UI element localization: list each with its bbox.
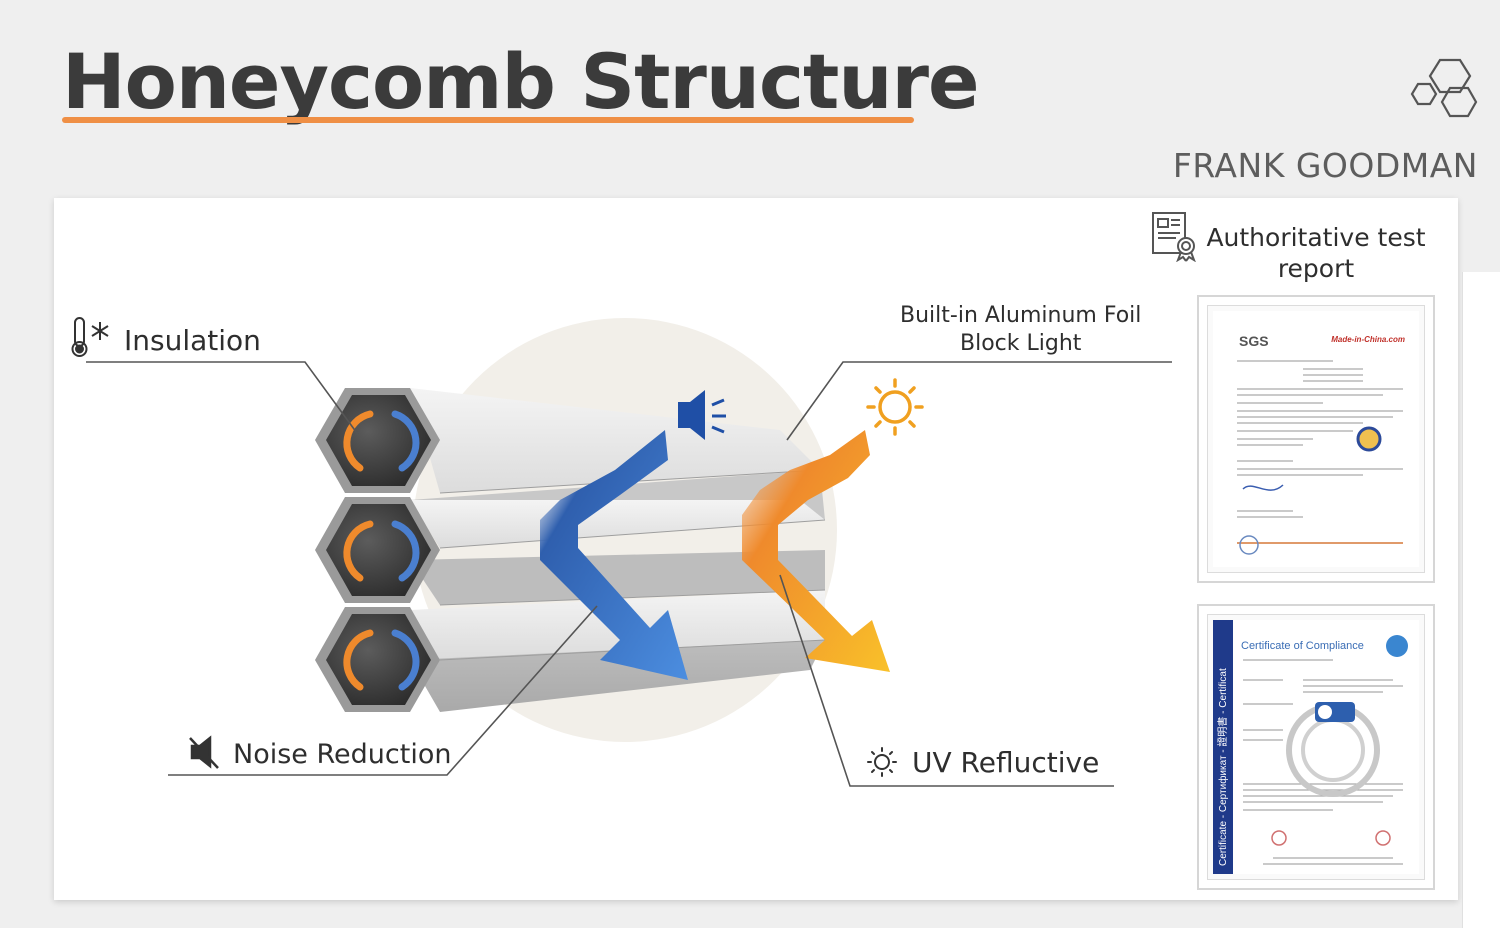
- mute-icon: [189, 735, 219, 769]
- aluminum-foil-line2: Block Light: [959, 331, 1082, 356]
- moon-icon: [871, 318, 900, 353]
- certificate-body: [1243, 635, 1408, 865]
- title-underline: [62, 117, 914, 123]
- made-in-china-logo: Made-in-China.com: [1331, 335, 1405, 344]
- certificate-frame[interactable]: Certificate - Сертификат - 證明書 - Certifi…: [1197, 604, 1435, 890]
- aluminum-foil-label: Built-in Aluminum Foil Block Light: [900, 302, 1141, 358]
- certificate-document: Certificate - Сертификат - 證明書 - Certifi…: [1213, 620, 1419, 874]
- light-arrow: [742, 430, 890, 672]
- certificate-title: Certificate of Compliance: [1241, 640, 1364, 652]
- sound-wave-arrow: [540, 430, 688, 680]
- card-edge: [1462, 272, 1500, 928]
- honeycomb-logo-icon: [1410, 58, 1478, 118]
- sgs-logo: SGS: [1239, 333, 1269, 349]
- sgs-report-document: SGS Made-in-China.com: [1213, 311, 1419, 567]
- uv-sun-icon: [867, 747, 897, 777]
- speaker-icon: [678, 390, 726, 440]
- page-title: Honeycomb Structure: [62, 37, 979, 126]
- certificate-side-strip: Certificate - Сертификат - 證明書 - Certifi…: [1213, 620, 1233, 874]
- report-title: Authoritative test report: [1200, 222, 1432, 284]
- sun-icon: [866, 378, 924, 436]
- noise-reduction-label: Noise Reduction: [233, 739, 452, 770]
- insulation-label: Insulation: [124, 324, 261, 357]
- sgs-report-frame[interactable]: SGS Made-in-China.com: [1197, 295, 1435, 583]
- hex-cells: [315, 388, 440, 712]
- report-certificate-icon: [1152, 212, 1196, 262]
- thermometer-snowflake-icon: [71, 317, 109, 357]
- leader-lines: [86, 361, 1172, 787]
- report-text-lines: [1237, 360, 1403, 555]
- report-title-line1: Authoritative test: [1206, 223, 1426, 252]
- brand-name: FRANK GOODMAN: [1172, 146, 1478, 185]
- aluminum-foil-line1: Built-in Aluminum Foil: [900, 303, 1142, 328]
- uv-label: UV Refluctive: [912, 746, 1100, 779]
- report-title-line2: report: [1277, 254, 1355, 283]
